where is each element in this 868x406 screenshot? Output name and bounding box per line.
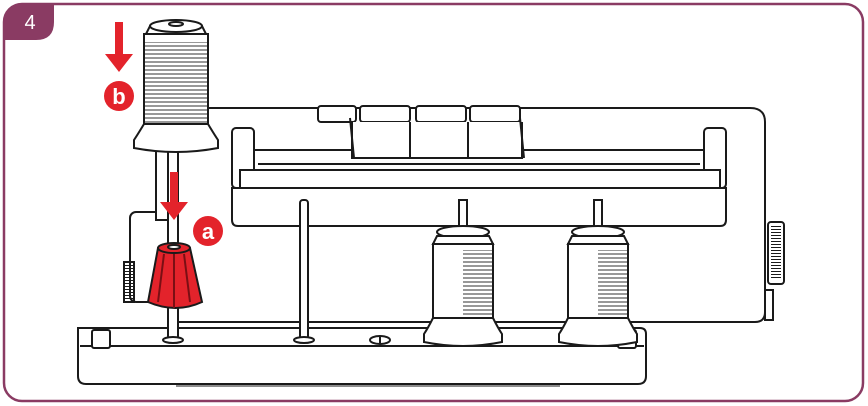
- callout-a-label: a: [202, 219, 215, 244]
- spool-b: [133, 19, 219, 153]
- spool-front-middle: [423, 199, 503, 347]
- arrow-a: [160, 172, 188, 220]
- spool-front-right: [558, 199, 638, 347]
- spool-pin-empty: [293, 199, 315, 344]
- callout-a: a: [193, 216, 223, 246]
- arrow-b: [105, 22, 133, 72]
- step-badge: 4: [4, 4, 54, 40]
- callout-b: b: [104, 81, 134, 111]
- red-spool-cap: [146, 242, 204, 309]
- step-number: 4: [24, 12, 35, 34]
- base-plate: [77, 327, 647, 385]
- thread-guides: [317, 105, 525, 159]
- callout-b-label: b: [112, 84, 125, 109]
